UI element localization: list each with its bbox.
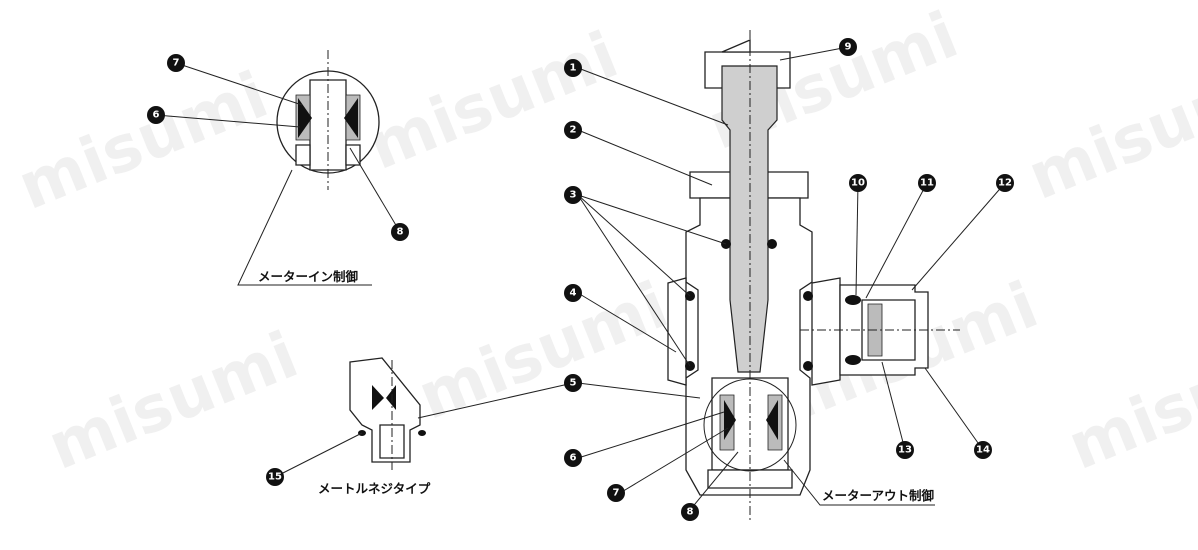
svg-text:14: 14 bbox=[976, 445, 990, 456]
watermark-text-8: misumi bbox=[1058, 318, 1198, 484]
callout-4: 4 bbox=[564, 284, 582, 302]
callout-12: 12 bbox=[996, 174, 1014, 192]
callout-6-detail: 6 bbox=[147, 106, 165, 124]
callout-2: 2 bbox=[564, 121, 582, 139]
svg-text:8: 8 bbox=[397, 227, 404, 238]
callout-14: 14 bbox=[974, 441, 992, 459]
metal-screw-caption: メートルネジタイプ bbox=[318, 481, 431, 496]
svg-text:7: 7 bbox=[173, 58, 180, 69]
leader-lines bbox=[155, 46, 1006, 511]
watermark-text-4: misumi bbox=[1018, 48, 1198, 214]
callouts: 1 2 3 4 5 6 7 8 9 10 11 12 13 14 7 6 8 1… bbox=[147, 38, 1014, 521]
svg-text:9: 9 bbox=[845, 42, 852, 53]
callout-5: 5 bbox=[564, 374, 582, 392]
meter-in-detail bbox=[276, 50, 380, 190]
svg-text:8: 8 bbox=[687, 507, 694, 518]
watermark-text-5: misumi bbox=[38, 318, 308, 484]
callout-6-main: 6 bbox=[564, 449, 582, 467]
svg-text:5: 5 bbox=[570, 378, 577, 389]
metal-screw-detail bbox=[349, 357, 426, 470]
callout-7-main: 7 bbox=[607, 484, 625, 502]
callout-11: 11 bbox=[918, 174, 936, 192]
svg-text:6: 6 bbox=[570, 453, 577, 464]
callout-8-detail: 8 bbox=[391, 223, 409, 241]
callout-3: 3 bbox=[564, 186, 582, 204]
svg-text:3: 3 bbox=[570, 190, 577, 201]
svg-text:6: 6 bbox=[153, 110, 160, 121]
meter-out-caption: メーターアウト制御 bbox=[822, 488, 935, 503]
svg-text:13: 13 bbox=[898, 445, 912, 456]
callout-13: 13 bbox=[896, 441, 914, 459]
svg-text:7: 7 bbox=[613, 488, 620, 499]
callout-1: 1 bbox=[564, 59, 582, 77]
svg-text:2: 2 bbox=[570, 125, 577, 136]
watermark-text-6: misumi bbox=[408, 268, 678, 434]
svg-text:11: 11 bbox=[920, 178, 934, 189]
svg-text:4: 4 bbox=[570, 288, 577, 299]
watermark-text-2: misumi bbox=[358, 18, 628, 184]
svg-text:12: 12 bbox=[998, 178, 1012, 189]
svg-text:1: 1 bbox=[570, 63, 577, 74]
callout-9: 9 bbox=[839, 38, 857, 56]
meter-in-caption: メーターイン制御 bbox=[258, 269, 359, 284]
callout-7-detail: 7 bbox=[167, 54, 185, 72]
callout-8-main: 8 bbox=[681, 503, 699, 521]
main-assembly bbox=[667, 30, 960, 520]
svg-text:10: 10 bbox=[851, 178, 865, 189]
svg-text:15: 15 bbox=[268, 472, 282, 483]
watermark: misumi misumi misumi misumi misumi misum… bbox=[8, 0, 1198, 485]
callout-15: 15 bbox=[266, 468, 284, 486]
callout-10: 10 bbox=[849, 174, 867, 192]
